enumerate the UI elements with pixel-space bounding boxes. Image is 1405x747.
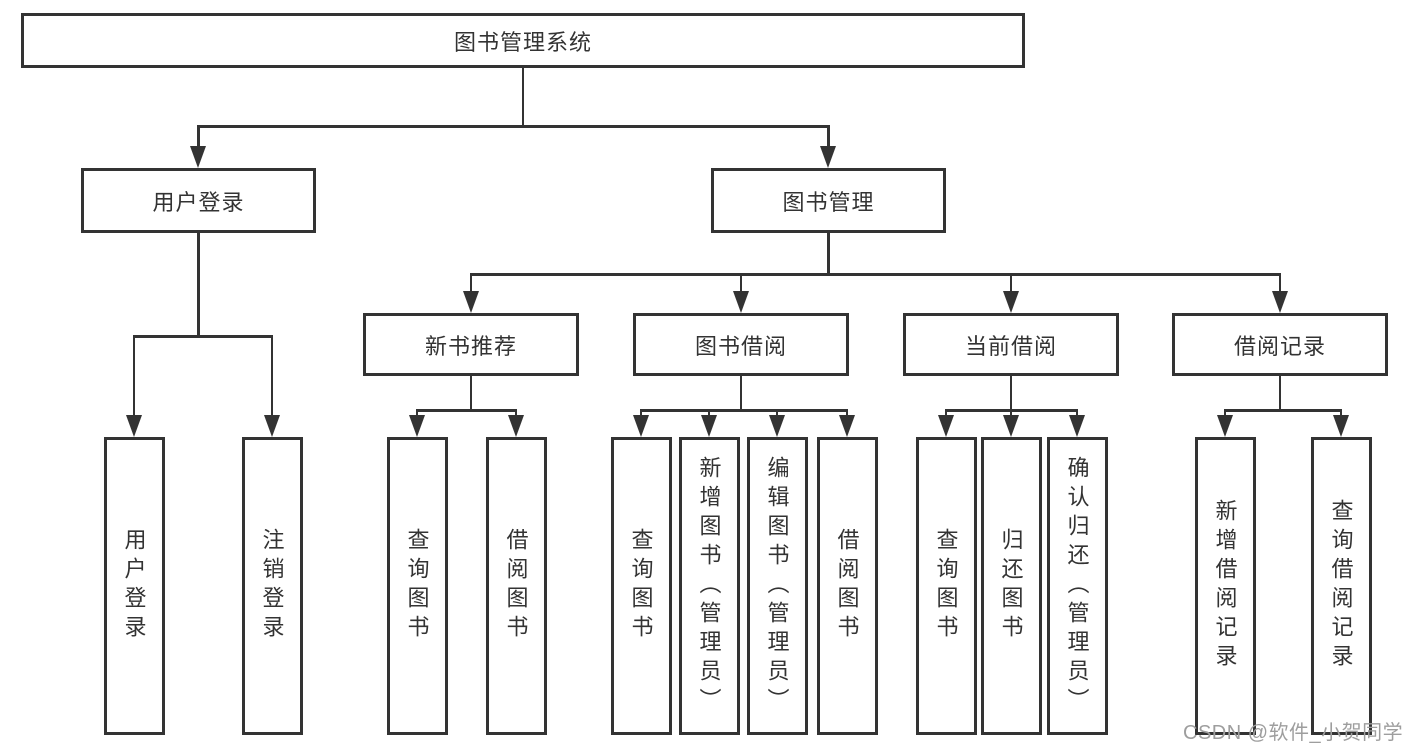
down-arrowhead-icon <box>632 415 649 437</box>
node-user-login: 用户登录 <box>81 168 316 233</box>
node-new-book-recommend-label: 新书推荐 <box>424 333 517 359</box>
connector-line <box>1223 409 1343 412</box>
node-borrow-records: 借阅记录 <box>1172 313 1388 376</box>
connector-line <box>639 409 643 419</box>
connector-line <box>469 273 1282 276</box>
node-user-login-label: 用户登录 <box>152 189 245 215</box>
down-arrowhead-icon <box>700 415 717 437</box>
node-book-management: 图书管理 <box>711 168 946 233</box>
down-arrowhead-icon <box>507 415 524 437</box>
leaf-add-borrow-record: 新增借阅记录 <box>1194 437 1256 735</box>
node-new-book-recommend: 新书推荐 <box>363 313 579 376</box>
down-arrowhead-icon <box>1002 415 1019 437</box>
down-arrowhead-icon <box>125 415 142 437</box>
connector-line <box>1339 409 1343 419</box>
connector-line <box>197 125 200 149</box>
connector-line <box>1009 376 1013 412</box>
leaf-user-login: 用户登录 <box>103 437 165 735</box>
leaf-recommend-query-books: 查询图书 <box>386 437 448 735</box>
connector-line <box>197 125 830 128</box>
down-arrowhead-icon <box>838 415 855 437</box>
down-arrowhead-icon <box>408 415 425 437</box>
down-arrowhead-icon <box>937 415 954 437</box>
leaf-borrow-query-books: 查询图书 <box>610 437 672 735</box>
connector-line <box>197 233 200 338</box>
connector-line <box>845 409 849 419</box>
leaf-return-book: 归还图书 <box>980 437 1042 735</box>
connector-line <box>639 409 849 412</box>
connector-line <box>1009 409 1013 419</box>
node-book-borrow-label: 图书借阅 <box>694 333 787 359</box>
leaf-borrow-books: 借阅图书 <box>816 437 878 735</box>
connector-line <box>827 125 830 149</box>
leaf-recommend-borrow-books: 借阅图书 <box>485 437 547 735</box>
connector-line <box>739 273 743 295</box>
down-arrowhead-icon <box>1002 291 1019 313</box>
connector-line <box>739 376 743 412</box>
down-arrowhead-icon <box>1271 291 1288 313</box>
down-arrowhead-icon <box>190 146 206 168</box>
connector-line <box>469 376 473 412</box>
down-arrowhead-icon <box>1216 415 1233 437</box>
leaf-confirm-return-admin: 确认归还（管理员） <box>1046 437 1108 735</box>
connector-line <box>132 335 136 419</box>
leaf-current-query-books: 查询图书 <box>915 437 977 735</box>
connector-line <box>521 68 525 128</box>
connector-line <box>1278 376 1282 412</box>
down-arrowhead-icon <box>1332 415 1349 437</box>
connector-line <box>944 409 948 419</box>
connector-line <box>514 409 518 419</box>
connector-line <box>469 273 473 295</box>
down-arrowhead-icon <box>820 146 836 168</box>
connector-line <box>707 409 711 419</box>
node-borrow-records-label: 借阅记录 <box>1233 333 1326 359</box>
node-current-borrow-label: 当前借阅 <box>964 333 1057 359</box>
leaf-add-book-admin: 新增图书（管理员） <box>678 437 740 735</box>
node-book-management-label: 图书管理 <box>782 189 875 215</box>
leaf-edit-book-admin: 编辑图书（管理员） <box>746 437 808 735</box>
leaf-query-borrow-record: 查询借阅记录 <box>1310 437 1372 735</box>
connector-line <box>1223 409 1227 419</box>
connector-line <box>415 409 518 412</box>
node-root-label: 图书管理系统 <box>453 29 592 55</box>
down-arrowhead-icon <box>732 291 749 313</box>
down-arrowhead-icon <box>263 415 280 437</box>
node-root: 图书管理系统 <box>21 13 1025 68</box>
connector-line <box>132 335 274 338</box>
connector-line <box>1075 409 1079 419</box>
node-book-borrow: 图书借阅 <box>633 313 849 376</box>
node-current-borrow: 当前借阅 <box>903 313 1119 376</box>
connector-line <box>775 409 779 419</box>
csdn-watermark: CSDN @软件_小贺同学 <box>1183 722 1404 744</box>
down-arrowhead-icon <box>462 291 479 313</box>
connector-line <box>1009 273 1013 295</box>
connector-line <box>1278 273 1282 295</box>
down-arrowhead-icon <box>768 415 785 437</box>
down-arrowhead-icon <box>1068 415 1085 437</box>
connector-line <box>827 233 830 276</box>
leaf-logout: 注销登录 <box>241 437 303 735</box>
connector-line <box>415 409 419 419</box>
connector-line <box>270 335 274 419</box>
